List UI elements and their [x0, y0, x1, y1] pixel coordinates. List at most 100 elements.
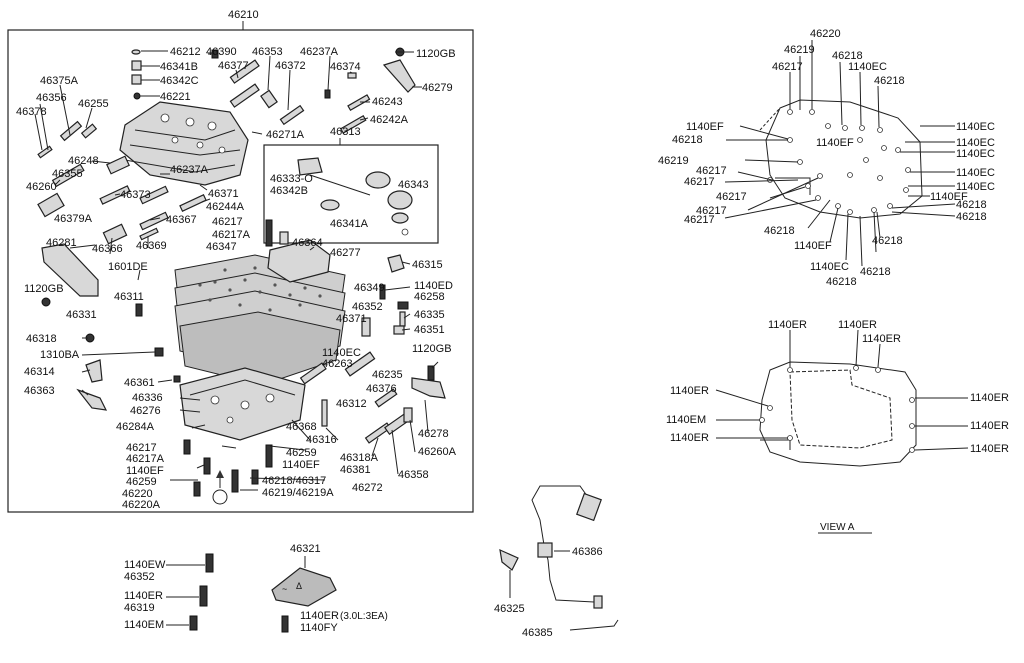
viewa-label-1140er-c: 1140ER: [862, 333, 901, 345]
label-46319: 46319: [124, 602, 155, 614]
label-46315: 46315: [412, 259, 443, 271]
top-label-46218-a: 46218: [832, 50, 863, 62]
label-46386: 46386: [572, 546, 603, 558]
label-46367: 46367: [166, 214, 197, 226]
label-46341a: 46341A: [330, 218, 369, 230]
label-46242a: 46242A: [370, 114, 409, 126]
label-1140ef-main: 1140EF: [282, 459, 320, 471]
side-plate: [41, 243, 99, 297]
label-1140er-loose: 1140ER: [124, 590, 163, 602]
top-label-1140ec-c: 1140EC: [956, 137, 995, 149]
label-46372: 46372: [275, 60, 306, 72]
label-46220-main: 46220: [122, 488, 153, 500]
label-46263: 46263: [322, 358, 353, 370]
top-label-46218-c: 46218: [672, 134, 703, 146]
label-46221: 46221: [160, 91, 191, 103]
label-46321: 46321: [290, 543, 321, 555]
small-hardware: [37, 47, 416, 245]
bracket-46314: [85, 359, 103, 383]
top-label-1140ef-b: 1140EF: [816, 137, 854, 149]
label-46237a-mid: 46237A: [170, 164, 209, 176]
top-label-46218-i: 46218: [826, 276, 857, 288]
label-46385: 46385: [522, 627, 553, 639]
label-1120gb-top: 1120GB: [416, 48, 456, 60]
label-46276: 46276: [130, 405, 161, 417]
label-46335: 46335: [414, 309, 445, 321]
label-46219: 46219/46219A: [262, 487, 334, 499]
label-1140em-loose: 1140EM: [124, 619, 164, 631]
label-1140ew: 1140EW: [124, 559, 166, 571]
label-1140ef-left: 1140EF: [126, 465, 164, 477]
label-1140ec-main: 1140EC: [322, 347, 361, 359]
label-46366: 46366: [92, 243, 123, 255]
label-46325: 46325: [494, 603, 525, 615]
label-46349: 46349: [354, 282, 385, 294]
viewa-label-1140er-g: 1140ER: [670, 432, 709, 444]
loose-bolts: 1140EW 46352 1140ER 46319 1140EM: [124, 553, 214, 631]
top-label-46218-e: 46218: [956, 211, 987, 223]
label-46220a: 46220A: [122, 499, 161, 511]
top-label-1140ef-d: 1140EF: [794, 240, 832, 252]
label-46352-loose: 46352: [124, 571, 155, 583]
label-46369: 46369: [136, 240, 167, 252]
top-label-1140ec-a: 1140EC: [848, 61, 887, 73]
label-46379a: 46379A: [54, 213, 93, 225]
top-label-46220: 46220: [810, 28, 841, 40]
top-label-1140ec-d: 1140EC: [956, 148, 995, 160]
top-label-46219: 46219: [784, 44, 815, 56]
wire-harness: 46386 46325 46385: [494, 485, 619, 639]
viewa-label-1140er-e: 1140ER: [970, 392, 1009, 404]
label-46317: 46218/46317: [262, 475, 326, 487]
top-label-46218-h: 46218: [860, 266, 891, 278]
label-46248: 46248: [68, 155, 99, 167]
bolt-diagram-top: 46220 46219 46218 46217 1140EC 46218 114…: [658, 28, 995, 288]
label-1140er-cover: 1140ER: [300, 610, 339, 622]
label-46355: 46355: [52, 168, 83, 180]
label-46271a: 46271A: [266, 129, 305, 141]
label-46376: 46376: [366, 383, 397, 395]
svg-text:~: ~: [282, 584, 287, 594]
lower-valve-body: [179, 367, 306, 441]
label-46243: 46243: [372, 96, 403, 108]
label-46217a-top: 46217A: [212, 229, 251, 241]
label-46314: 46314: [24, 366, 55, 378]
label-46259-a: 46259: [286, 447, 317, 459]
label-46284a: 46284A: [116, 421, 155, 433]
label-46316: 46316: [306, 434, 337, 446]
label-46217a-bot: 46217A: [126, 453, 165, 465]
top-label-46218-d: 46218: [956, 199, 987, 211]
label-46353: 46353: [252, 46, 283, 58]
valve-cover: 46321 ~ Δ 1140ER (3.0L:3EA) 1140FY: [271, 543, 388, 634]
viewa-label-1140er-f: 1140ER: [970, 420, 1009, 432]
label-cover-note: (3.0L:3EA): [340, 611, 388, 622]
label-46343: 46343: [398, 179, 429, 191]
label-1120gb-right: 1120GB: [412, 343, 452, 355]
top-label-1140ec-e: 1140EC: [956, 167, 995, 179]
top-label-46217-b: 46217: [696, 165, 727, 177]
label-46318a: 46318A: [340, 452, 379, 464]
label-46217-top: 46217: [212, 216, 243, 228]
label-46277: 46277: [330, 247, 361, 259]
assembly-frame: [7, 29, 474, 513]
top-label-1140ef-a: 1140EF: [686, 121, 724, 133]
bolt-diagram-view-a: 1140ER 1140ER 1140ER 1140ER 1140ER 1140E…: [666, 319, 1009, 534]
label-46212: 46212: [170, 46, 201, 58]
label-1601de: 1601DE: [108, 261, 148, 273]
viewa-label-1140em: 1140EM: [666, 414, 706, 426]
label-46313: 46313: [330, 126, 361, 138]
main-labels: 46212 46390 46353 46237A 1120GB 46341B 4…: [16, 46, 457, 511]
label-46331: 46331: [66, 309, 97, 321]
label-46373: 46373: [120, 189, 151, 201]
top-label-46218-b: 46218: [874, 75, 905, 87]
label-46237a-top: 46237A: [300, 46, 339, 58]
top-label-46218-g: 46218: [872, 235, 903, 247]
viewa-label-1140er-b: 1140ER: [838, 319, 877, 331]
label-46368: 46368: [286, 421, 317, 433]
svg-text:Δ: Δ: [296, 581, 302, 591]
label-1120gb-left: 1120GB: [24, 283, 64, 295]
top-label-46217-a: 46217: [772, 61, 803, 73]
solenoid-subframe: [263, 144, 439, 244]
label-46235: 46235: [372, 369, 403, 381]
leader-lines: [34, 50, 439, 491]
